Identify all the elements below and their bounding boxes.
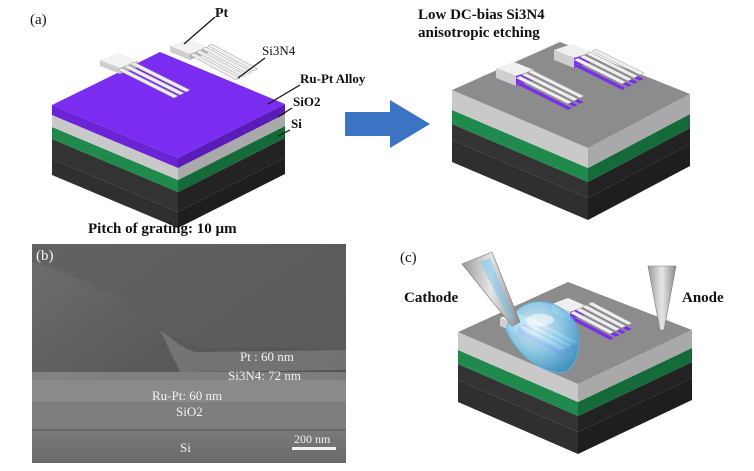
etched-grating-1: [496, 62, 585, 111]
process-title-line2: anisotropic etching: [418, 25, 540, 41]
sem-si-label: Si: [180, 440, 191, 455]
ru-pt-layer-front: [52, 115, 178, 180]
electrolyte-droplet: [505, 301, 580, 374]
si3n4-layer-top: [52, 52, 285, 158]
scale-bar: [292, 447, 336, 450]
panel-b-tag: (b): [36, 248, 54, 264]
sem-sio2-label: SiO2: [176, 404, 203, 419]
panel-a-leaders: [183, 16, 301, 137]
si-layer-right: [178, 158, 285, 228]
si3n4-layer-right: [178, 104, 285, 168]
panel-a-tag: (a): [30, 12, 47, 28]
panel-c-stack: [458, 251, 692, 454]
sem-pt-label: Pt : 60 nm: [240, 349, 294, 364]
pt-label: Pt: [215, 6, 229, 21]
si-layer-front-upper: [52, 139, 178, 212]
pt-grating-1: [100, 53, 191, 99]
sem-image: [32, 244, 346, 463]
panel-a-stack: [52, 39, 285, 228]
etched-sio2-front: [452, 110, 588, 182]
si3n4-label: Si3N4: [262, 43, 296, 58]
sio2-layer-right: [178, 126, 285, 192]
anode-probe: [647, 265, 677, 331]
etched-ru-pt-front: [452, 90, 588, 168]
anode-label: Anode: [682, 290, 724, 306]
etched-grating-2: [554, 44, 645, 91]
si-layer-right-upper: [178, 138, 285, 212]
si-layer-front: [52, 159, 178, 228]
ru-pt-layer-right: [178, 114, 285, 180]
si-label: Si: [291, 116, 302, 131]
pt-grating-2: [170, 39, 259, 81]
scale-bar-label: 200 nm: [294, 432, 331, 446]
sem-ru-pt-label: Ru-Pt: 60 nm: [152, 388, 222, 403]
cathode-label: Cathode: [404, 290, 459, 306]
sio2-label: SiO2: [293, 94, 320, 109]
sio2-layer-front: [52, 127, 178, 192]
process-arrow: [345, 100, 430, 148]
pitch-caption: Pitch of grating: 10 µm: [88, 221, 237, 237]
sem-si3n4-label: Si3N4: 72 nm: [228, 368, 301, 383]
si3n4-layer-front: [52, 105, 178, 168]
process-title-line1: Low DC-bias Si3N4: [418, 7, 545, 23]
ru-pt-label: Ru-Pt Alloy: [300, 71, 366, 86]
panel-c-grating-2: [552, 298, 633, 341]
panel-c-tag: (c): [400, 250, 417, 266]
panel-a-etched-stack: [452, 42, 690, 220]
